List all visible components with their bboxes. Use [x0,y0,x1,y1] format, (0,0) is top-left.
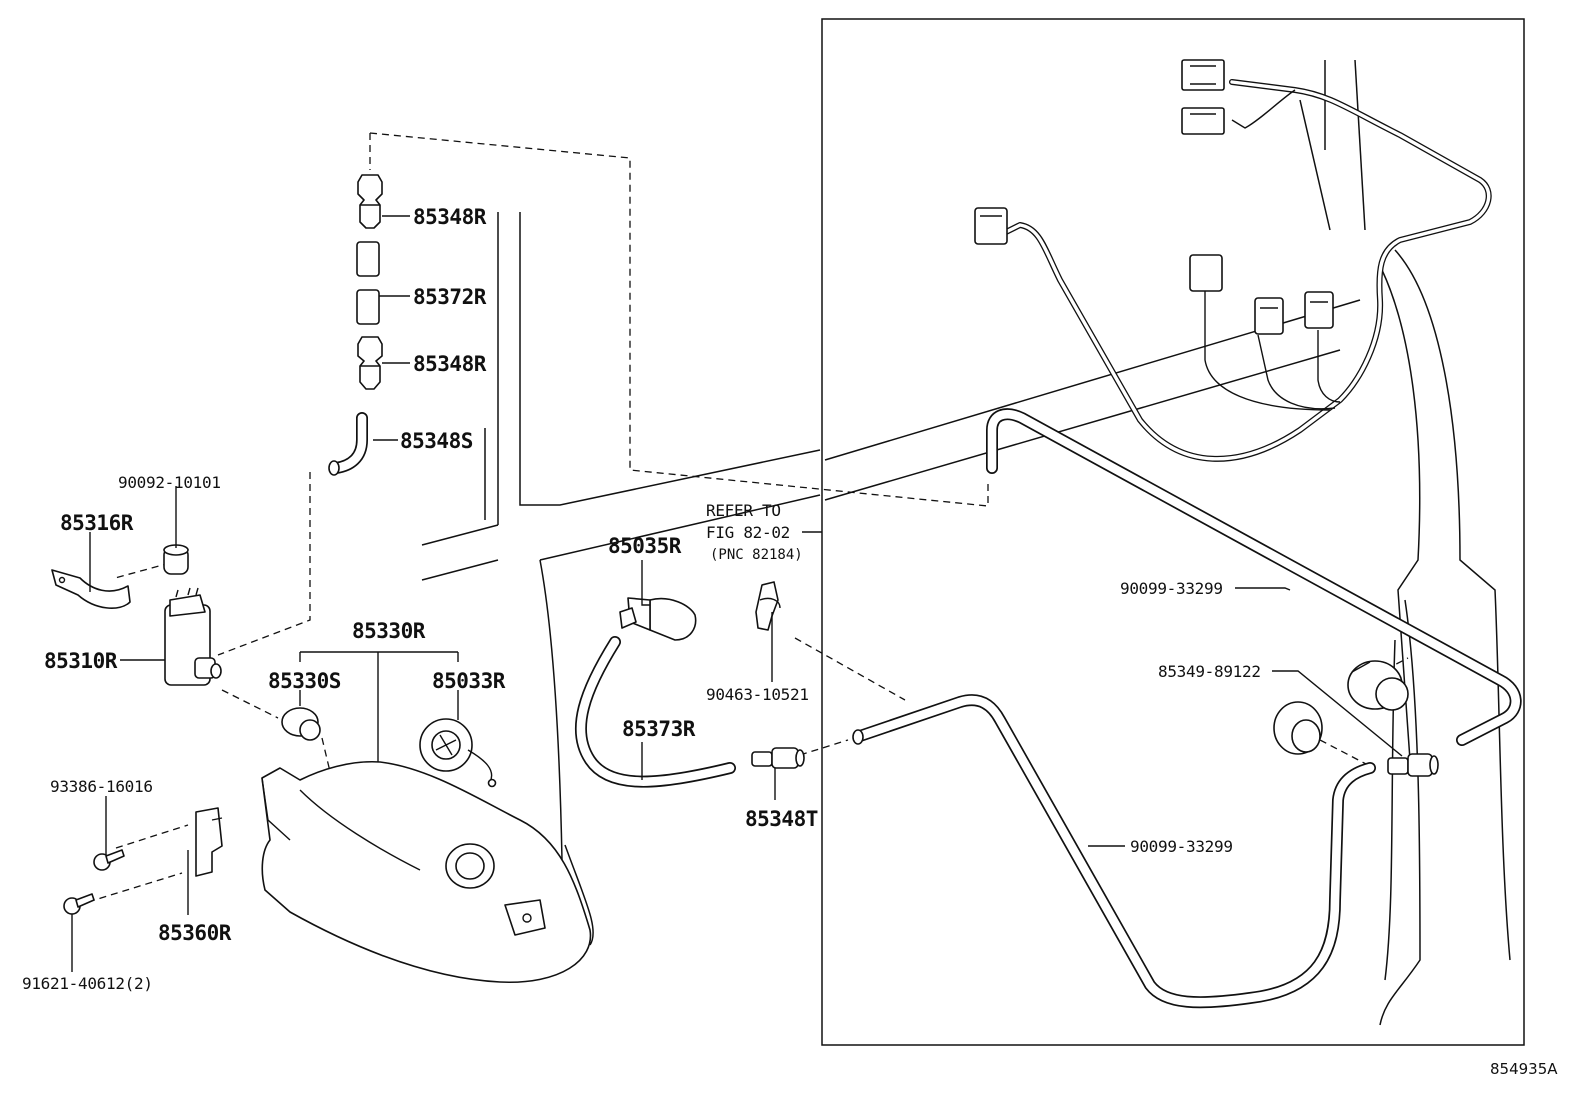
grommet-90092 [163,544,189,575]
label-85348r-top: 85348R [413,205,487,229]
label-91621-40612: 91621-40612(2) [22,974,153,993]
label-refer-line3: (PNC 82184) [710,547,803,563]
bolt-91621 [63,893,95,915]
wire-harness [974,59,1492,462]
leader-lines [71,215,1403,972]
label-93386-16016: 93386-16016 [50,777,153,796]
label-90463-10521: 90463-10521 [706,685,809,704]
assembly-dashed-lines [87,132,1409,903]
label-85316r: 85316R [60,511,134,535]
grommet-85330s [281,707,321,741]
bolt-93386 [93,849,125,871]
hose-85373r [574,636,736,788]
part-labels: 85348R 85372R 85348R 85348S 90092-10101 … [22,205,1558,1078]
label-85349-89122: 85349-89122 [1158,662,1261,681]
washer-hose-90099-upper [986,408,1522,746]
label-85348r-mid: 85348R [413,352,487,376]
grommet-85349-upper [1347,660,1409,711]
label-85330s: 85330S [268,669,341,693]
label-85348s: 85348S [400,429,473,453]
vehicle-body-outline [421,59,1511,1026]
label-refer-line2: FIG 82-02 [706,523,790,542]
figure-id: 854935A [1490,1060,1558,1078]
clamp-85316r [51,569,131,609]
label-refer-line1: REFER TO [706,501,781,520]
nozzle-85035r [619,597,697,641]
joint-85348r-top [357,174,383,229]
hose-85372r [356,241,380,325]
label-85360r: 85360R [158,921,232,945]
joint-85349 [1387,753,1439,777]
label-85310r: 85310R [44,649,118,673]
washer-hose-90099-lower [852,694,1376,1009]
clip-90463 [755,581,781,631]
label-85330r: 85330R [352,619,426,643]
label-85035r: 85035R [608,534,682,558]
label-90099-33299-upper: 90099-33299 [1120,579,1223,598]
label-90092-10101: 90092-10101 [118,473,221,492]
label-85372r: 85372R [413,285,487,309]
label-90099-33299-lower: 90099-33299 [1130,837,1233,856]
cap-85033r [419,718,497,788]
bracket-85360r [195,807,223,877]
grommet-85349-lower [1273,701,1323,755]
label-85348t: 85348T [745,807,818,831]
washer-tank-85330r [261,760,592,983]
joint-85348r-mid [357,336,383,390]
elbow-hose-85348s [328,412,368,476]
label-85373r: 85373R [622,717,696,741]
washer-motor-85310r [164,587,222,686]
joint-85348t [751,747,805,769]
label-85033r: 85033R [432,669,506,693]
